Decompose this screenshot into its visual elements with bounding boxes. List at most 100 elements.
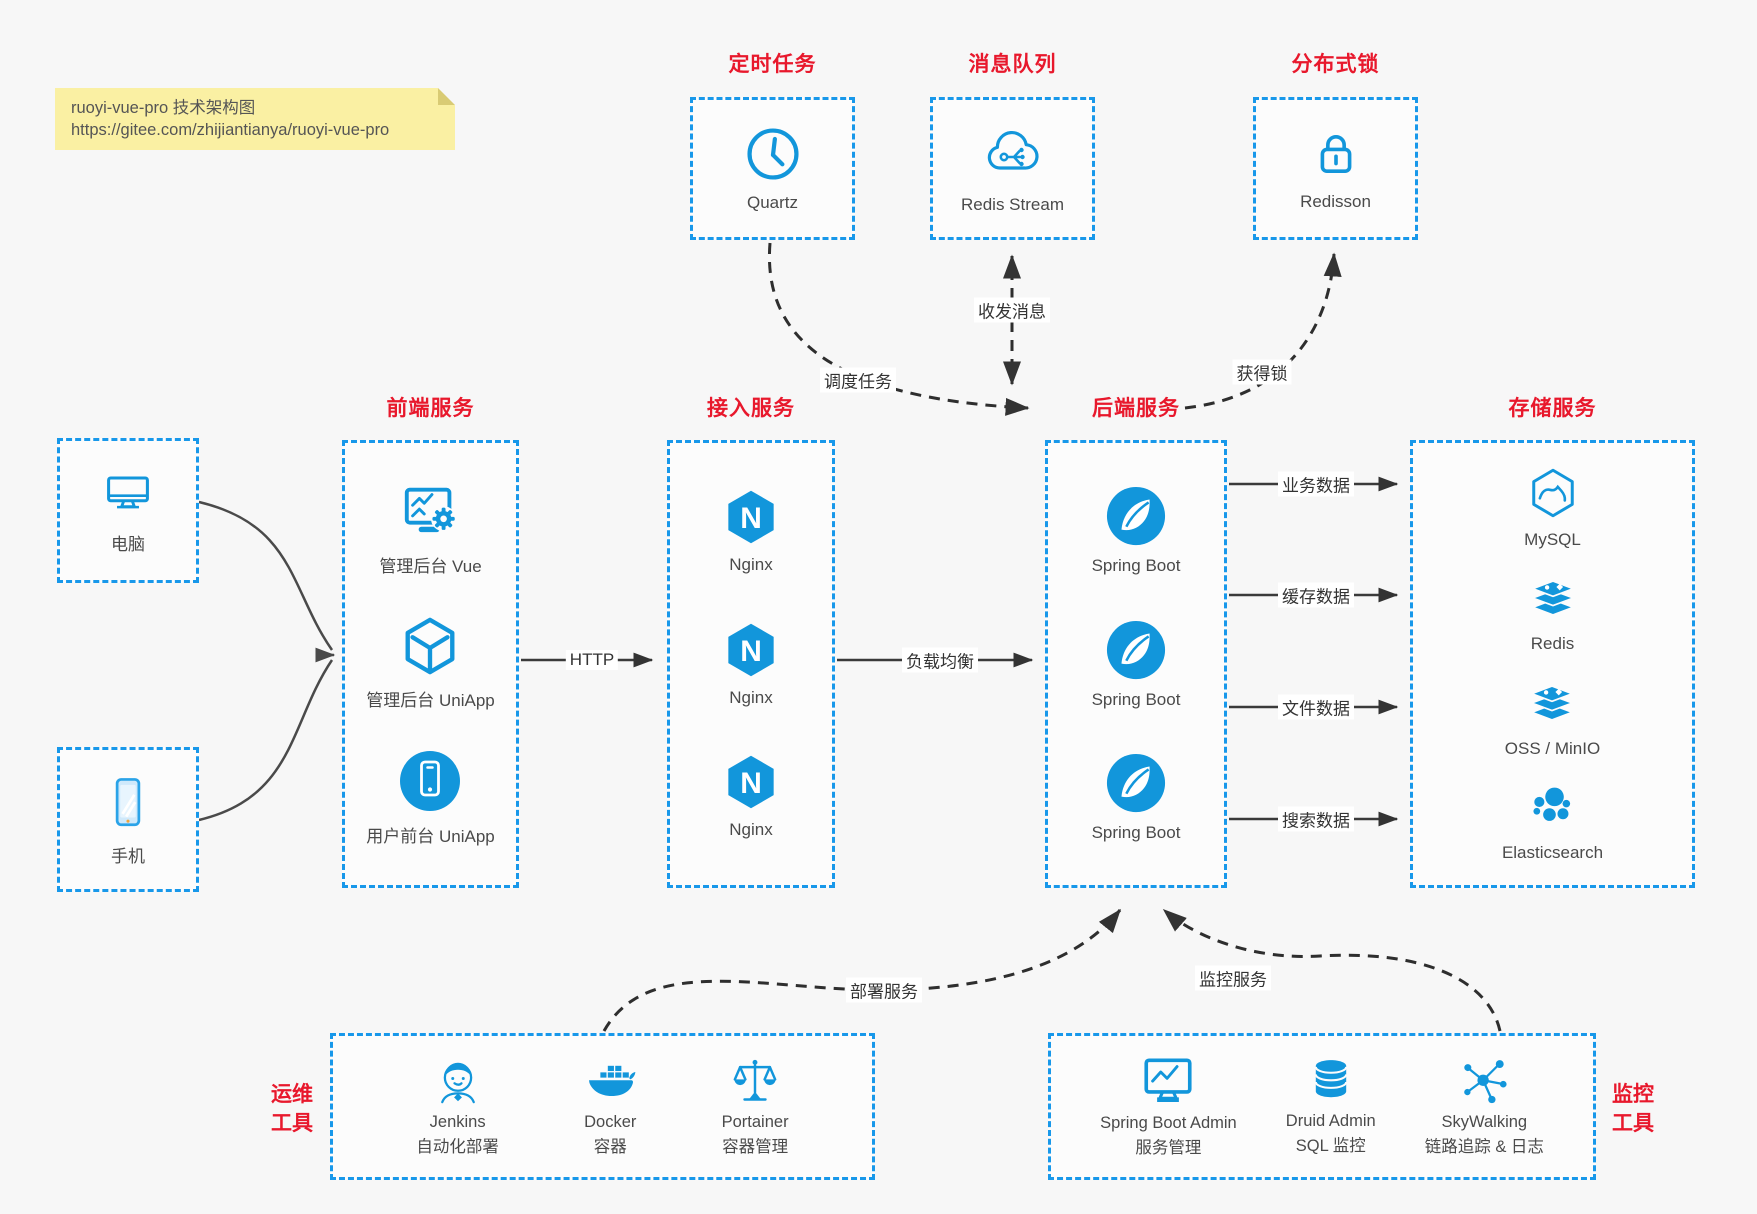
lock-group-title: 分布式锁 [1291,53,1380,76]
jenkins-label: Jenkins [429,1112,486,1131]
portainer-label: Portainer [721,1112,789,1131]
spring-boot-item: Spring Boot [1092,619,1180,710]
portainer-sublabel: 容器管理 [722,1137,789,1156]
clock-icon [743,124,803,184]
druid-database-icon [1304,1055,1358,1109]
mobile-to-frontend-curve [198,659,334,822]
quartz-label: Quartz [746,193,799,212]
mysql-icon [1525,465,1581,521]
user-uniapp-label: 用户前台 UniApp [366,827,495,846]
mysql-item: MySQL [1524,465,1581,550]
nginx-icon [722,621,780,679]
backend-group-title: 后端服务 [1092,397,1180,420]
spring-boot-icon [1105,485,1167,547]
acquire-lock-curve [1184,252,1342,410]
cache-data-label: 缓存数据 [1278,582,1354,608]
nginx-label: Nginx [729,819,773,839]
pc-client-box: 电脑 [57,438,199,583]
spring-boot-item: Spring Boot [1091,485,1181,576]
gateway-group-title: 接入服务 [707,397,795,420]
spring-boot-label: Spring Boot [1091,556,1181,576]
note-url: https://gitee.com/zhijiantianya/ruoyi-vu… [71,121,390,140]
http-label: HTTP [565,650,619,670]
admin-vue-item: 管理后台 Vue [379,481,482,577]
uniapp-cube-icon [399,615,461,677]
mq-box: Redis Stream [930,97,1095,240]
redisson-label: Redisson [1300,192,1371,211]
skywalking-item: SkyWalking 链路追踪 & 日志 [1425,1054,1544,1160]
mq-group-title: 消息队列 [968,53,1057,76]
quartz-item: Quartz [743,124,803,213]
admin-uniapp-item: 管理后台 UniApp [366,615,495,711]
pc-label: 电脑 [111,534,145,554]
jenkins-icon [430,1054,486,1110]
sticky-note: ruoyi-vue-pro 技术架构图 https://gitee.com/zh… [55,88,455,150]
skywalking-icon [1456,1054,1512,1110]
mobile-item: 手机 [99,773,157,867]
spring-boot-icon [1105,619,1167,681]
jenkins-sublabel: 自动化部署 [416,1137,499,1156]
nginx-label: Nginx [729,687,773,707]
schedule-task-curve [767,242,1030,416]
pc-item: 电脑 [98,467,158,555]
user-uniapp-item: 用户前台 UniApp [366,749,495,847]
scheduler-box: Quartz [690,97,855,240]
frontend-group-title: 前端服务 [386,397,475,420]
send-receive-msg-label: 收发消息 [974,297,1050,323]
mysql-label: MySQL [1524,529,1581,549]
storage-group-title: 存储服务 [1508,397,1597,420]
deploy-service-label: 部署服务 [846,977,922,1003]
redis-item: Redis [1526,571,1580,654]
phone-circle-icon [398,749,462,813]
redis-stack-icon [1526,571,1580,625]
spring-boot-admin-item: Spring Boot Admin 服务管理 [1100,1053,1237,1161]
druid-admin-sublabel: SQL 监控 [1295,1136,1366,1155]
redisson-item: Redisson [1300,125,1371,212]
note-title: ruoyi-vue-pro 技术架构图 [71,99,256,117]
druid-admin-item: Druid Admin SQL 监控 [1286,1055,1376,1159]
docker-label: Docker [584,1112,637,1131]
padlock-icon [1307,125,1365,183]
monitoring-tools-side-label: 监控 工具 [1612,1083,1654,1136]
docker-icon [582,1054,638,1110]
schedule-task-label: 调度任务 [820,367,896,393]
redis-stream-label: Redis Stream [961,195,1064,214]
storage-box: MySQL Redis OSS / MinIO Elasticsearch [1410,440,1695,888]
portainer-scales-icon [727,1054,783,1110]
frontend-box: 管理后台 Vue 管理后台 UniApp 用户前台 UniApp [342,440,519,888]
nginx-item: Nginx [722,621,780,708]
deploy-service-curve [602,908,1122,1032]
skywalking-sublabel: 链路追踪 & 日志 [1424,1137,1544,1156]
spring-boot-item: Spring Boot [1091,752,1181,843]
skywalking-label: SkyWalking [1441,1112,1528,1131]
docker-sublabel: 容器 [593,1137,627,1156]
smartphone-icon [99,773,157,833]
spring-boot-admin-sublabel: 服务管理 [1135,1138,1202,1157]
nginx-icon [722,753,780,811]
elasticsearch-item: Elasticsearch [1502,780,1603,863]
nginx-item: Nginx [722,488,780,575]
oss-minio-label: OSS / MinIO [1504,738,1601,758]
oss-stack-icon [1525,676,1579,730]
mobile-client-box: 手机 [57,747,199,892]
desktop-monitor-icon [98,467,158,521]
spring-boot-label: Spring Boot [1091,822,1181,842]
load-balance-label: 负载均衡 [902,647,978,673]
nginx-label: Nginx [729,555,773,575]
admin-vue-label: 管理后台 Vue [379,557,482,576]
docker-item: Docker 容器 [582,1054,638,1160]
portainer-item: Portainer 容器管理 [722,1054,789,1160]
acquire-lock-label: 获得锁 [1232,359,1292,385]
mobile-label: 手机 [111,846,145,866]
pc-to-frontend-curve [198,500,334,651]
search-data-label: 搜索数据 [1278,806,1354,832]
nginx-icon [722,488,780,546]
redis-label: Redis [1530,634,1575,654]
gateway-box: Nginx Nginx Nginx [667,440,835,888]
spring-boot-icon [1105,752,1167,814]
cloud-stream-icon [980,122,1044,186]
elasticsearch-icon [1525,780,1579,834]
file-data-label: 文件数据 [1278,694,1354,720]
elasticsearch-label: Elasticsearch [1501,843,1604,863]
admin-uniapp-label: 管理后台 UniApp [366,691,495,710]
